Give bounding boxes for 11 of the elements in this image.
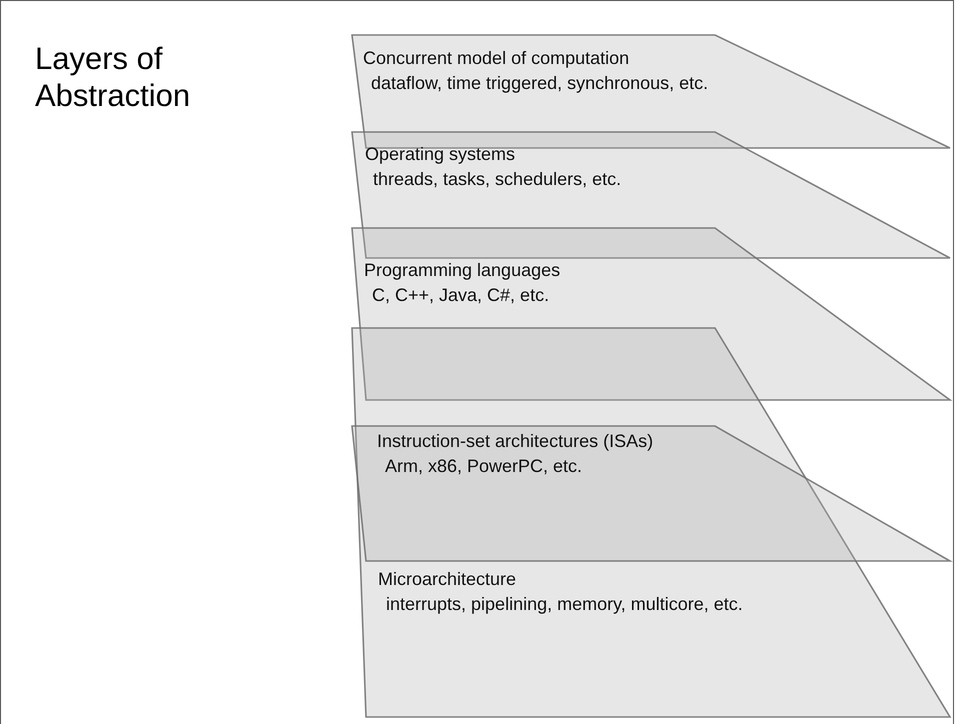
layer-examples: threads, tasks, schedulers, etc.	[373, 168, 622, 190]
layer-examples: C, C++, Java, C#, etc.	[372, 284, 550, 306]
title: Layers of Abstraction	[35, 40, 192, 114]
layer-heading: Instruction-set architectures (ISAs)	[377, 430, 654, 452]
layer-examples: interrupts, pipelining, memory, multicore, etc.	[386, 593, 743, 615]
layer-examples: dataflow, time triggered, synchronous, etc.	[371, 72, 708, 94]
layer-heading: Concurrent model of computation	[363, 47, 630, 69]
layer-heading: Microarchitecture	[378, 568, 516, 590]
layer-examples: Arm, x86, PowerPC, etc.	[385, 455, 582, 477]
layer-heading: Operating systems	[365, 143, 516, 165]
layer-heading: Programming languages	[364, 259, 560, 281]
